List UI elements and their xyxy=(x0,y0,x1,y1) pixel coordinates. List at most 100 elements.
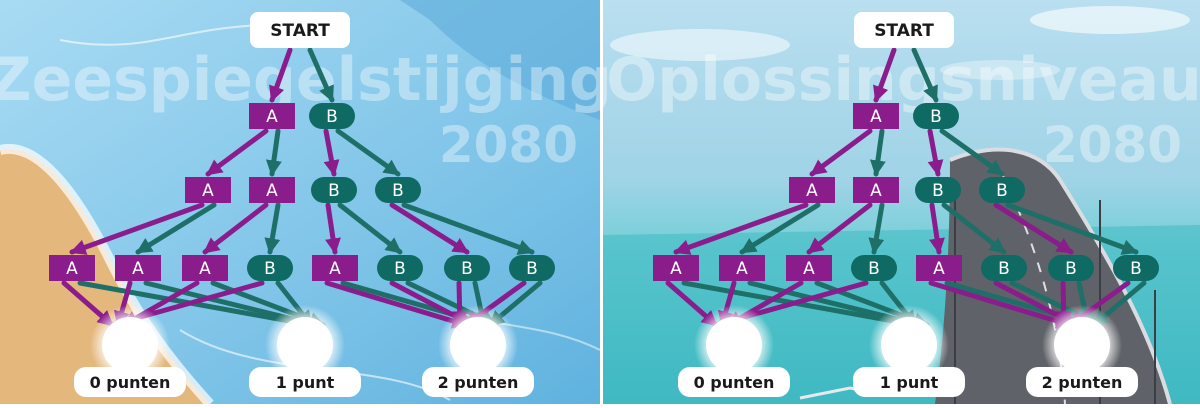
outcomes-layer: 0 punten 1 punt 2 punten xyxy=(74,305,534,397)
choice-a-box xyxy=(49,255,95,281)
choice-b-node: B xyxy=(509,255,555,281)
arrow-a xyxy=(325,202,341,255)
arrow-b xyxy=(868,202,885,255)
choice-label: B xyxy=(996,181,1008,201)
start-badge: START xyxy=(854,12,954,48)
start-badge: START xyxy=(250,12,350,48)
choice-a-node: A xyxy=(719,255,765,281)
choice-b-pill xyxy=(979,177,1025,203)
choice-b-pill xyxy=(375,177,421,203)
panel-title-year: 2080 xyxy=(1043,116,1182,174)
arrow-b xyxy=(265,128,282,177)
arrow-b xyxy=(911,47,939,103)
choice-a-box xyxy=(786,255,832,281)
choice-a-node: A xyxy=(653,255,699,281)
choice-b-pill xyxy=(309,103,355,129)
choice-b-pill xyxy=(1048,255,1094,281)
choice-a-node: A xyxy=(916,255,962,281)
panel-title: Zeespiegelstijging xyxy=(0,45,612,115)
outcome-label-box xyxy=(678,367,790,397)
choice-b-node: B xyxy=(915,177,961,203)
outcome-label: 2 punten xyxy=(438,373,519,392)
choice-b-pill xyxy=(915,177,961,203)
arrow-a xyxy=(927,128,944,177)
outcome: 1 punt xyxy=(249,305,361,397)
choice-b-node: B xyxy=(1048,255,1094,281)
choice-label: A xyxy=(66,259,78,279)
choice-label: A xyxy=(266,181,278,201)
outcome: 1 punt xyxy=(853,305,965,397)
arrow-a xyxy=(323,128,340,177)
choice-label: A xyxy=(870,181,882,201)
arrow-b xyxy=(337,202,403,255)
outcome-circle xyxy=(881,317,937,373)
choice-label: B xyxy=(264,259,276,279)
choice-label: A xyxy=(933,259,945,279)
choice-label: A xyxy=(670,259,682,279)
start-label: START xyxy=(874,21,934,41)
choice-b-pill xyxy=(1113,255,1159,281)
choice-label: A xyxy=(132,259,144,279)
choice-a-box xyxy=(185,177,231,203)
choice-label: B xyxy=(1065,259,1077,279)
arrows-layer xyxy=(665,47,1147,331)
choice-a-node: A xyxy=(115,255,161,281)
outcome: 0 punten xyxy=(74,305,186,397)
outcome-circle xyxy=(277,317,333,373)
outcome-label: 0 punten xyxy=(90,373,171,392)
choice-label: B xyxy=(394,259,406,279)
choice-b-pill xyxy=(913,103,959,129)
choice-a-node: A xyxy=(853,103,899,129)
outcome-circle xyxy=(706,317,762,373)
arrow-a xyxy=(993,202,1074,255)
choice-label: A xyxy=(329,259,341,279)
choice-b-node: B xyxy=(311,177,357,203)
choice-label: B xyxy=(526,259,538,279)
outcome-label-box xyxy=(74,367,186,397)
choice-b-pill xyxy=(247,255,293,281)
choice-a-node: A xyxy=(789,177,835,203)
arrow-b xyxy=(264,202,281,255)
choice-a-box xyxy=(249,177,295,203)
arrow-b xyxy=(941,202,1007,255)
choice-label: B xyxy=(461,259,473,279)
choice-label: A xyxy=(870,107,882,127)
arrow-a xyxy=(873,47,897,103)
outcome: 2 punten xyxy=(1026,305,1138,397)
choice-a-node: A xyxy=(182,255,228,281)
start-badge-box xyxy=(250,12,350,48)
choice-a-node: A xyxy=(786,255,832,281)
choice-a-node: A xyxy=(49,255,95,281)
choice-b-pill xyxy=(311,177,357,203)
arrow-b xyxy=(135,202,217,255)
choice-b-node: B xyxy=(375,177,421,203)
arrow-b xyxy=(739,202,821,255)
choice-a-box xyxy=(789,177,835,203)
arrow-a xyxy=(806,202,873,255)
choice-a-box xyxy=(853,177,899,203)
choice-b-node: B xyxy=(979,177,1025,203)
outcome-circle xyxy=(1054,317,1110,373)
choice-b-node: B xyxy=(377,255,423,281)
outcome-label: 1 punt xyxy=(880,373,939,392)
choice-a-box xyxy=(916,255,962,281)
panel-title-year: 2080 xyxy=(439,116,578,174)
outcome: 2 punten xyxy=(422,305,534,397)
start-badge-box xyxy=(854,12,954,48)
choice-a-box xyxy=(312,255,358,281)
choice-label: B xyxy=(998,259,1010,279)
choice-label: A xyxy=(803,259,815,279)
outcome-label-box xyxy=(249,367,361,397)
arrow-b xyxy=(869,128,886,177)
choice-a-box xyxy=(719,255,765,281)
choice-a-node: A xyxy=(185,177,231,203)
outcome-label: 1 punt xyxy=(276,373,335,392)
choice-label: A xyxy=(199,259,211,279)
outcome-label-box xyxy=(422,367,534,397)
choice-b-node: B xyxy=(851,255,897,281)
arrow-b xyxy=(335,128,401,177)
choice-label: A xyxy=(736,259,748,279)
